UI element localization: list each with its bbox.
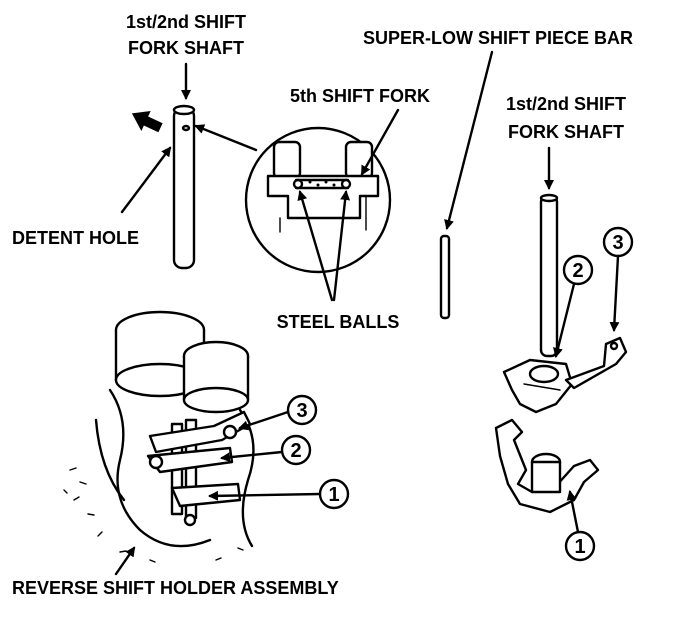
super-low-bar — [439, 234, 451, 320]
label-shaft-right-line2: FORK SHAFT — [508, 122, 624, 142]
leader-right-1 — [566, 490, 580, 534]
right-part-3 — [564, 336, 628, 390]
label-fifth-fork: 5th SHIFT FORK — [290, 86, 430, 106]
leader-left-3 — [238, 410, 290, 431]
leader-detent-hole — [120, 146, 172, 214]
left-callout-3-badge — [286, 394, 318, 426]
left-callout-2: 2 — [290, 440, 301, 462]
right-callout-3: 3 — [612, 232, 623, 254]
leader-right-3 — [609, 254, 620, 332]
left-callout-3: 3 — [296, 400, 307, 422]
label-shaft-left-line1: 1st/2nd SHIFT — [126, 12, 246, 32]
fifth-fork-detail — [244, 126, 392, 274]
left-fork-shaft — [172, 104, 196, 270]
direction-arrow-icon — [131, 111, 163, 133]
label-shaft-right-line1: 1st/2nd SHIFT — [506, 94, 626, 114]
reverse-shift-holder-assembly — [63, 310, 255, 563]
leader-circle-to-shaft — [194, 124, 258, 152]
right-callout-2: 2 — [572, 260, 583, 282]
right-part-2 — [502, 358, 574, 414]
right-fork-shaft — [539, 193, 559, 358]
leader-left-2 — [220, 450, 284, 463]
label-super-low-bar: SUPER-LOW SHIFT PIECE BAR — [363, 28, 633, 48]
leader-steel-ball-right — [332, 190, 351, 302]
right-callout-2-badge — [562, 254, 594, 286]
leader-super-low-bar — [444, 50, 494, 230]
leader-reverse-holder — [114, 546, 136, 576]
label-detent-hole: DETENT HOLE — [12, 228, 139, 248]
label-reverse-holder: REVERSE SHIFT HOLDER ASSEMBLY — [12, 578, 339, 598]
label-shaft-left-line2: FORK SHAFT — [128, 38, 244, 58]
left-callout-1: 1 — [328, 484, 339, 506]
leader-right-2 — [553, 282, 576, 358]
label-steel-balls: STEEL BALLS — [277, 312, 400, 332]
leader-steel-ball-left — [297, 190, 334, 302]
leader-left-1 — [208, 490, 322, 501]
left-callout-2-badge — [280, 434, 312, 466]
right-callout-1: 1 — [574, 536, 585, 558]
right-part-1 — [494, 418, 600, 514]
leader-fifth-fork — [360, 108, 400, 176]
right-callout-1-badge — [564, 530, 596, 562]
